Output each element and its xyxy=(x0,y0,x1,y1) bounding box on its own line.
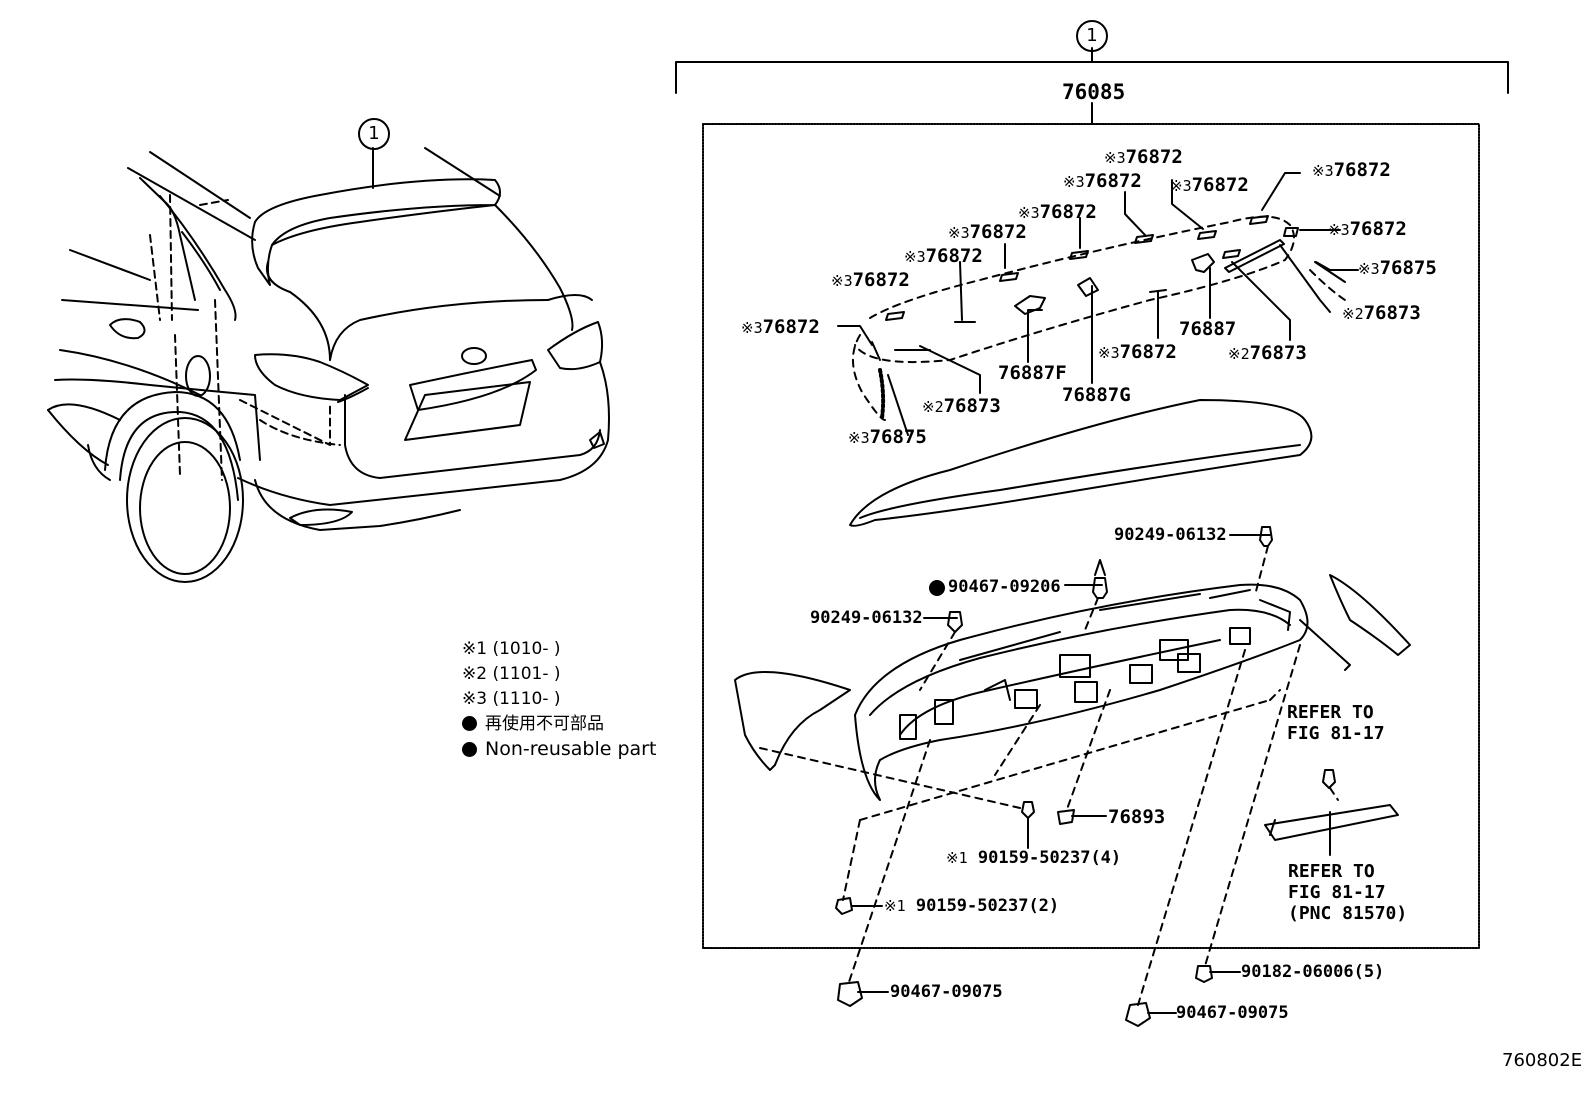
refer-line: (PNC 81570) xyxy=(1288,903,1408,924)
part-number: 76872 xyxy=(1119,341,1177,363)
part-mark: ※3 xyxy=(948,224,970,242)
part-label-76893: 76893 xyxy=(1108,806,1166,828)
part-label-76887F: 76887F xyxy=(998,362,1067,384)
vehicle-rear-illustration xyxy=(47,147,610,583)
part-label-76872: ※376872 xyxy=(831,271,910,291)
part-mark: ※2 xyxy=(1342,305,1364,323)
part-number: 76872 xyxy=(1084,170,1142,192)
callout-number: 1 xyxy=(368,123,380,144)
assembly-frame xyxy=(702,123,1480,949)
part-label-76872: ※376872 xyxy=(741,318,820,338)
callout-circle-top: 1 xyxy=(1076,20,1108,52)
callout-number: 1 xyxy=(1086,25,1098,46)
part-number: 76872 xyxy=(1333,159,1391,181)
part-mark: ※1 xyxy=(946,849,968,867)
part-number: 90159-50237(4) xyxy=(977,848,1122,868)
part-label-76872: ※376872 xyxy=(1018,203,1097,223)
part-mark: ※3 xyxy=(741,319,763,337)
part-label-76872: ※376872 xyxy=(1063,172,1142,192)
part-label-90182-06006: 90182-06006(5) xyxy=(1241,962,1385,982)
dashed-leaders xyxy=(759,545,1339,1006)
part-label-76872: ※376872 xyxy=(948,223,1027,243)
part-number: 76872 xyxy=(1125,146,1183,168)
legend-note-1: ※1 (1010- ) xyxy=(462,639,561,659)
legend-non-reusable-jp: 再使用不可部品 xyxy=(462,712,656,737)
part-number: 76872 xyxy=(852,269,910,291)
fasteners xyxy=(835,526,1336,1027)
part-label-90467-09075: 90467-09075 xyxy=(890,982,1003,1002)
refer-line: FIG 81-17 xyxy=(1288,882,1386,903)
part-label-76872: ※376872 xyxy=(1328,220,1407,240)
part-label-76873: ※276873 xyxy=(922,397,1001,417)
bullet-icon xyxy=(462,742,477,757)
legend-non-reusable-en: Non-reusable part xyxy=(462,737,656,762)
part-label-76873: ※276873 xyxy=(1342,304,1421,324)
part-mark: ※3 xyxy=(904,248,926,266)
non-reusable-dot xyxy=(929,580,945,596)
part-number: 76872 xyxy=(1191,174,1249,196)
part-number: 76873 xyxy=(1249,342,1307,364)
part-label-76872: ※376872 xyxy=(1104,148,1183,168)
part-label-76875: ※376875 xyxy=(1358,259,1437,279)
part-number: 76873 xyxy=(943,395,1001,417)
part-label-90159-50237-2: ※1 90159-50237(2) xyxy=(884,898,1059,915)
refer-line: REFER TO xyxy=(1288,861,1375,882)
part-label-76872: ※376872 xyxy=(1312,161,1391,181)
part-label-76887G: 76887G xyxy=(1062,384,1131,406)
part-label-76875: ※376875 xyxy=(848,428,927,448)
part-mark: ※3 xyxy=(1018,204,1040,222)
part-number: 76875 xyxy=(1379,257,1437,279)
label-leaders xyxy=(851,534,1331,1014)
bullet-icon xyxy=(462,716,477,731)
part-label-76887: 76887 xyxy=(1179,318,1237,340)
part-label-90159-50237-4: ※1 90159-50237(4) xyxy=(946,850,1121,867)
part-number: 76872 xyxy=(969,221,1027,243)
spoiler-shell-edge xyxy=(859,444,1301,519)
part-mark: ※2 xyxy=(922,398,944,416)
part-number: 76872 xyxy=(1349,218,1407,240)
refer-line: FIG 81-17 xyxy=(1287,723,1385,744)
part-mark: ※3 xyxy=(831,272,853,290)
part-mark: ※3 xyxy=(848,429,870,447)
part-label-90467-09206: 90467-09206 xyxy=(948,577,1061,597)
part-mark: ※3 xyxy=(1328,221,1350,239)
part-number: 90159-50237(2) xyxy=(915,896,1060,916)
part-mark: ※3 xyxy=(1104,149,1126,167)
part-label-76873: ※276873 xyxy=(1228,344,1307,364)
part-label-76872: ※376872 xyxy=(904,247,983,267)
part-number: 76872 xyxy=(925,245,983,267)
part-number: 76872 xyxy=(1039,201,1097,223)
part-mark: ※3 xyxy=(1063,173,1085,191)
assembly-part-number: 76085 xyxy=(1062,80,1126,104)
legend-note-3: ※3 (1110- ) xyxy=(462,689,561,709)
refer-to-note-bottom: REFER TO FIG 81-17 (PNC 81570) xyxy=(1288,861,1407,924)
refer-to-note-top: REFER TO FIG 81-17 xyxy=(1287,702,1385,744)
part-mark: ※2 xyxy=(1228,345,1250,363)
part-number: 76872 xyxy=(762,316,820,338)
spoiler-cover-exploded xyxy=(837,172,1359,436)
part-mark: ※1 xyxy=(884,897,906,915)
legend: ※1 (1010- ) ※2 (1101- ) ※3 (1110- ) 再使用不… xyxy=(462,637,656,762)
part-label-90249-06132: 90249-06132 xyxy=(810,608,923,628)
part-label-76872: ※376872 xyxy=(1098,343,1177,363)
part-label-90467-09075: 90467-09075 xyxy=(1176,1003,1289,1023)
part-number: 76873 xyxy=(1363,302,1421,324)
part-mark: ※3 xyxy=(1312,162,1334,180)
callout-circle-vehicle: 1 xyxy=(358,118,390,150)
part-number: 76875 xyxy=(869,426,927,448)
refer-line: REFER TO xyxy=(1287,702,1374,723)
spoiler-inner-frame xyxy=(734,574,1411,841)
figure-code: 760802E xyxy=(1502,1050,1583,1071)
legend-note-2: ※2 (1101- ) xyxy=(462,664,561,684)
spoiler-outer-shell xyxy=(849,399,1313,527)
part-mark: ※3 xyxy=(1358,260,1380,278)
part-label-76872: ※376872 xyxy=(1170,176,1249,196)
part-label-90249-06132: 90249-06132 xyxy=(1114,525,1227,545)
legend-text: 再使用不可部品 xyxy=(485,714,604,734)
part-mark: ※3 xyxy=(1170,177,1192,195)
part-mark: ※3 xyxy=(1098,344,1120,362)
legend-text: Non-reusable part xyxy=(485,738,657,760)
